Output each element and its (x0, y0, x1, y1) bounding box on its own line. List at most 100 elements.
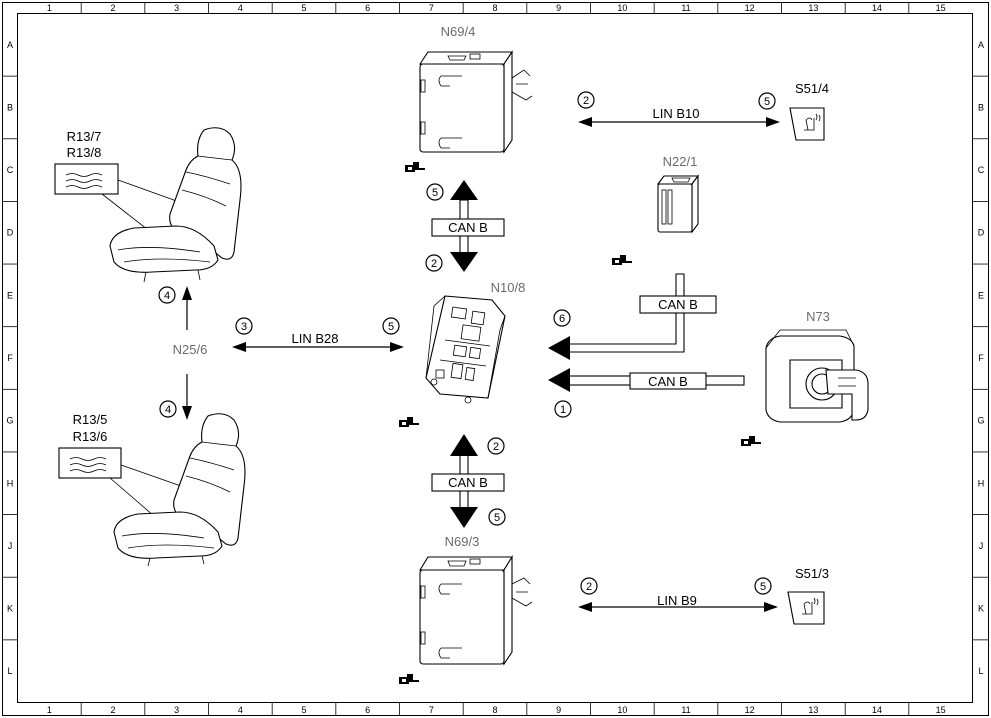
lin-b9-label: LIN B9 (657, 593, 697, 608)
grid-column-label: 5 (301, 705, 306, 715)
grid-row-label: K (978, 604, 984, 614)
grid-column-label: 13 (808, 3, 818, 13)
grid-column-label: 11 (681, 705, 690, 715)
label-n69-3: N69/3 (445, 534, 480, 549)
seat-heater-switch-icon (787, 591, 825, 625)
module-n69-3 (419, 555, 533, 666)
marker-lin-b10-right: 5 (764, 96, 770, 108)
grid-column-label: 11 (681, 3, 690, 13)
grid-column-label: 6 (365, 705, 370, 715)
grid-row-label: A (7, 40, 13, 50)
grid-column-label: 1 (47, 3, 52, 13)
heating-mat-icon (54, 163, 119, 195)
grid-row-label: G (6, 416, 13, 426)
grid-column-label: 8 (492, 3, 497, 13)
can-b-top-label: CAN B (448, 220, 488, 235)
grid-column-label: 15 (936, 705, 946, 715)
grid-column-label: 3 (174, 705, 179, 715)
seat-icon-lower (113, 413, 246, 567)
grid-column-label: 2 (110, 3, 115, 13)
grid-row-label: B (978, 102, 984, 112)
label-r13-8: R13/8 (67, 145, 102, 160)
grid-row-label: D (978, 228, 985, 238)
grid-row-label: H (978, 478, 985, 488)
grid-row-label: L (978, 666, 983, 676)
label-n73: N73 (806, 309, 830, 324)
grid-row-label: D (7, 228, 14, 238)
label-r13-7: R13/7 (67, 129, 102, 144)
grid-column-label: 7 (429, 705, 434, 715)
module-n22-1 (656, 174, 700, 234)
grid-column-label: 10 (617, 705, 627, 715)
grid-row-label: C (978, 165, 985, 175)
grid-column-label: 7 (429, 3, 434, 13)
label-r13-5: R13/5 (73, 412, 108, 427)
grid-row-label: C (7, 165, 14, 175)
grid-column-label: 15 (936, 3, 946, 13)
can-b-n73-link (548, 368, 745, 392)
marker-lin-b9-right: 5 (760, 581, 766, 593)
grid-column-label: 2 (110, 705, 115, 715)
label-r13-6: R13/6 (73, 429, 108, 444)
label-n10-8: N10/8 (491, 280, 526, 295)
marker-can-n73: 1 (560, 404, 566, 416)
marker-lin-b10-left: 2 (583, 95, 589, 107)
ignition-switch-n73 (765, 329, 869, 423)
seat-link-upper (182, 286, 192, 330)
marker-top-lower: 2 (431, 258, 437, 270)
grid-row-label: F (7, 353, 13, 363)
lin-b10-link (578, 117, 780, 127)
grid-column-label: 1 (47, 705, 52, 715)
module-n69-4 (418, 50, 533, 154)
grid-row-label: K (7, 604, 13, 614)
marker-lin-b28-right: 5 (388, 321, 394, 333)
seat-icon-upper (109, 127, 242, 283)
pointer-hand-icon (612, 255, 632, 265)
can-b-bottom-label: CAN B (448, 475, 488, 490)
marker-lin-b9-left: 2 (586, 581, 592, 593)
grid-column-label: 9 (556, 705, 561, 715)
lin-b9-link (578, 602, 778, 612)
pointer-hand-icon (405, 162, 425, 172)
marker-bottom-upper: 2 (493, 441, 499, 453)
grid-row-label: E (978, 290, 984, 300)
pointer-hand-icon (741, 436, 761, 446)
can-b-n22-label: CAN B (658, 297, 698, 312)
lin-b28-link (232, 342, 404, 352)
grid-column-label: 4 (238, 3, 243, 13)
can-b-bottom-link (431, 434, 505, 528)
lin-b28-label: LIN B28 (292, 331, 339, 346)
grid-column-label: 8 (492, 705, 497, 715)
marker-can-n22: 6 (559, 313, 565, 325)
heating-mat-icon (58, 447, 122, 479)
grid-column-label: 10 (617, 3, 627, 13)
marker-seat-lower: 4 (165, 404, 171, 416)
grid-row-label: H (7, 478, 14, 488)
grid-column-label: 9 (556, 3, 561, 13)
grid-row-label: L (7, 666, 12, 676)
pointer-hand-icon (399, 417, 419, 427)
can-b-n73-label: CAN B (648, 374, 688, 389)
grid-row-label: J (979, 541, 984, 551)
marker-bottom-lower: 5 (494, 512, 500, 524)
grid-column-label: 4 (238, 705, 243, 715)
marker-lin-b28-left: 3 (241, 321, 247, 333)
can-b-top-link (431, 180, 505, 272)
seat-heater-switch-icon (789, 107, 825, 141)
grid-row-label: B (7, 102, 13, 112)
grid-column-label: 14 (872, 705, 882, 715)
can-b-n22-link (548, 273, 717, 360)
grid-column-label: 6 (365, 3, 370, 13)
label-s51-3: S51/3 (795, 566, 829, 581)
grid-row-label: F (978, 353, 984, 363)
grid-column-label: 12 (745, 3, 755, 13)
marker-top-upper: 5 (432, 187, 438, 199)
grid-row-label: G (977, 416, 984, 426)
grid-row-label: J (8, 541, 13, 551)
grid-column-label: 14 (872, 3, 882, 13)
label-s51-4: S51/4 (795, 81, 829, 96)
grid-row-label: E (7, 290, 13, 300)
label-n69-4: N69/4 (441, 24, 476, 39)
seat-link-lower (182, 374, 192, 420)
grid-column-label: 13 (808, 705, 818, 715)
